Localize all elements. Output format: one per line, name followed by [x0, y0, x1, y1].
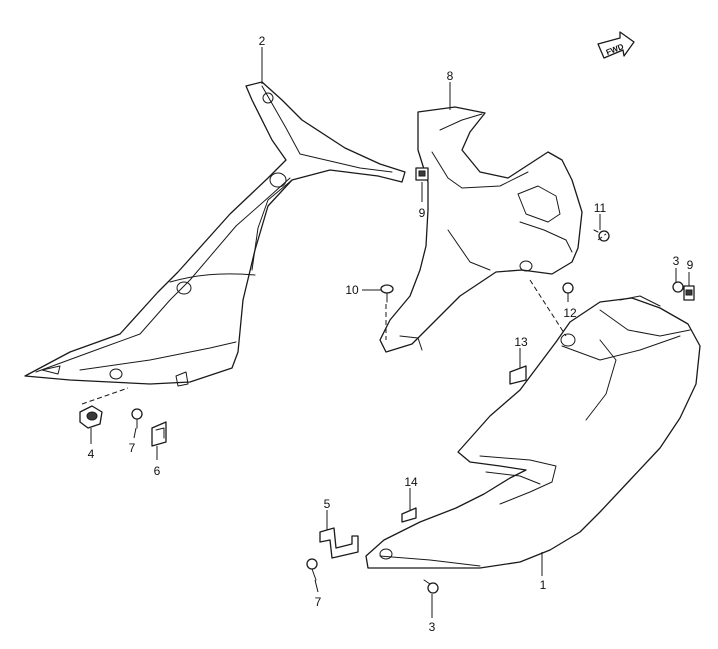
callout-8: 8 — [447, 69, 454, 83]
part-3-screw-bottom — [423, 579, 439, 594]
part-6-clip — [151, 421, 167, 447]
part-2-left-under-cowling — [24, 81, 406, 387]
fwd-direction-badge: FWD — [597, 31, 635, 59]
part-8-inner-cover — [379, 106, 583, 353]
callout-4: 4 — [88, 447, 95, 461]
callout-3-bottom: 3 — [429, 620, 436, 634]
part-9-nut-clip-right — [683, 285, 695, 301]
part-11-screw — [593, 229, 610, 242]
callout-11: 11 — [594, 201, 607, 215]
part-7-screw-bottom — [306, 558, 318, 581]
callout-7-bottom: 7 — [315, 595, 322, 609]
part-10-rivet — [380, 284, 394, 303]
part-4-grommet — [79, 405, 103, 429]
callout-9-right: 9 — [687, 258, 694, 272]
part-1-right-under-cowling — [365, 295, 701, 569]
callout-3-upper: 3 — [673, 254, 680, 268]
callout-13: 13 — [514, 335, 528, 349]
callout-9-mid: 9 — [419, 206, 426, 220]
callout-1: 1 — [540, 578, 547, 592]
callout-10: 10 — [345, 283, 359, 297]
leader-lines — [81, 47, 690, 618]
part-9-nut-clip-mid — [415, 167, 429, 181]
part-13-pad — [509, 365, 527, 385]
callout-12: 12 — [563, 306, 577, 320]
part-5-bracket — [319, 527, 359, 559]
callout-6: 6 — [154, 464, 161, 478]
callout-7-left: 7 — [129, 441, 136, 455]
callout-labels: 2 8 9 11 10 12 3 9 13 14 5 1 3 7 4 7 6 — [88, 34, 694, 634]
callout-14: 14 — [404, 475, 418, 489]
callout-2: 2 — [259, 34, 266, 48]
part-14-pad — [401, 507, 417, 523]
part-7-screw-left — [131, 408, 143, 429]
callout-5: 5 — [324, 497, 331, 511]
